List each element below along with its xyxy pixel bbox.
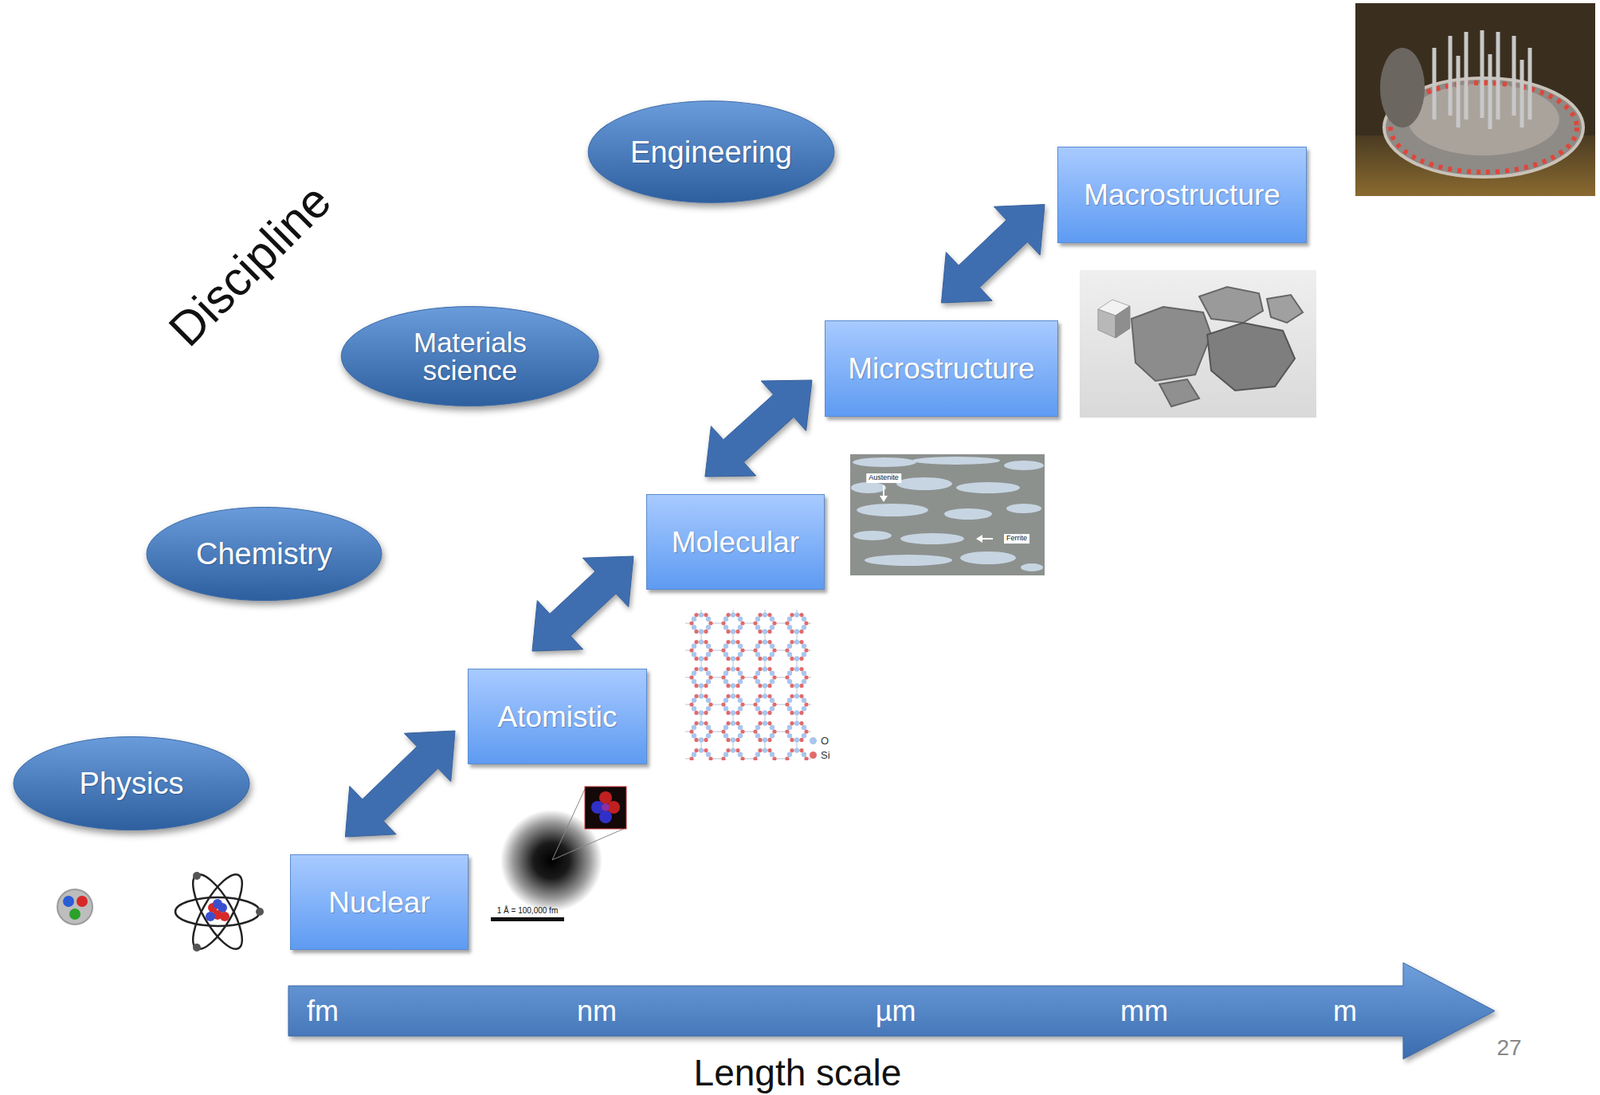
phase-label: Austenite (866, 473, 902, 483)
scale-unit: nm (576, 994, 617, 1028)
ellipse-label: Engineering (630, 137, 793, 168)
electron-cloud (490, 786, 627, 922)
box-label: Nuclear (328, 887, 431, 918)
legend-swatch (809, 737, 817, 745)
ellipse-label: Materials science (378, 328, 562, 385)
scale-box: Atomistic (467, 668, 648, 765)
reactor-photo (1355, 3, 1596, 197)
scale-box: Microstructure (824, 320, 1059, 417)
legend-swatch (809, 751, 817, 759)
sio2-network (685, 609, 812, 761)
atom-icon (175, 867, 260, 956)
quark-icon (57, 889, 93, 925)
box-label: Microstructure (847, 353, 1035, 384)
discipline-ellipse: Engineering (585, 98, 837, 205)
double-arrow (941, 204, 1046, 303)
ellipse-label: Physics (79, 768, 185, 799)
ellipse-outline (13, 736, 250, 830)
page-number: 27 (1496, 1035, 1522, 1061)
legend-text: O (820, 734, 829, 747)
legend-row: Si (809, 749, 831, 761)
double-arrow (345, 730, 455, 837)
legend-row: O (809, 734, 829, 747)
scale-unit: mm (1120, 994, 1169, 1028)
scale-unit: fm (306, 994, 339, 1028)
box-label: Molecular (671, 527, 800, 557)
atom-nucleus (192, 871, 264, 952)
discipline-ellipse: Materials science (338, 304, 601, 408)
double-arrow (705, 380, 812, 477)
scale-box: Nuclear (290, 854, 469, 950)
axis-title: Discipline (159, 174, 342, 357)
ellipse-label: Chemistry (196, 538, 333, 569)
legend-text: Si (820, 749, 831, 761)
scale-bar-label: 1 Å = 100,000 fm (497, 905, 558, 915)
ellipse-outline (146, 506, 382, 600)
ellipse-outline (341, 306, 600, 407)
box-label: Atomistic (497, 701, 617, 732)
ellipse-outline (588, 101, 835, 204)
length-scale-arrow: fmnmµmmmm (288, 962, 1495, 1059)
phase-label: Ferrite (1003, 533, 1030, 544)
scale-box: Molecular (646, 494, 825, 590)
discipline-ellipse: Chemistry (144, 505, 385, 603)
scale-unit: µm (875, 994, 917, 1028)
micrograph (850, 454, 1045, 576)
metal-pieces-photo (1079, 270, 1317, 418)
double-arrow (532, 556, 634, 651)
scale-unit: m (1333, 994, 1357, 1028)
box-label: Macrostructure (1083, 180, 1281, 210)
scale-box: Macrostructure (1057, 146, 1307, 244)
band-arrow-body (288, 962, 1495, 1059)
discipline-ellipse: Physics (11, 734, 252, 832)
axis-title: Length scale (694, 1052, 902, 1094)
